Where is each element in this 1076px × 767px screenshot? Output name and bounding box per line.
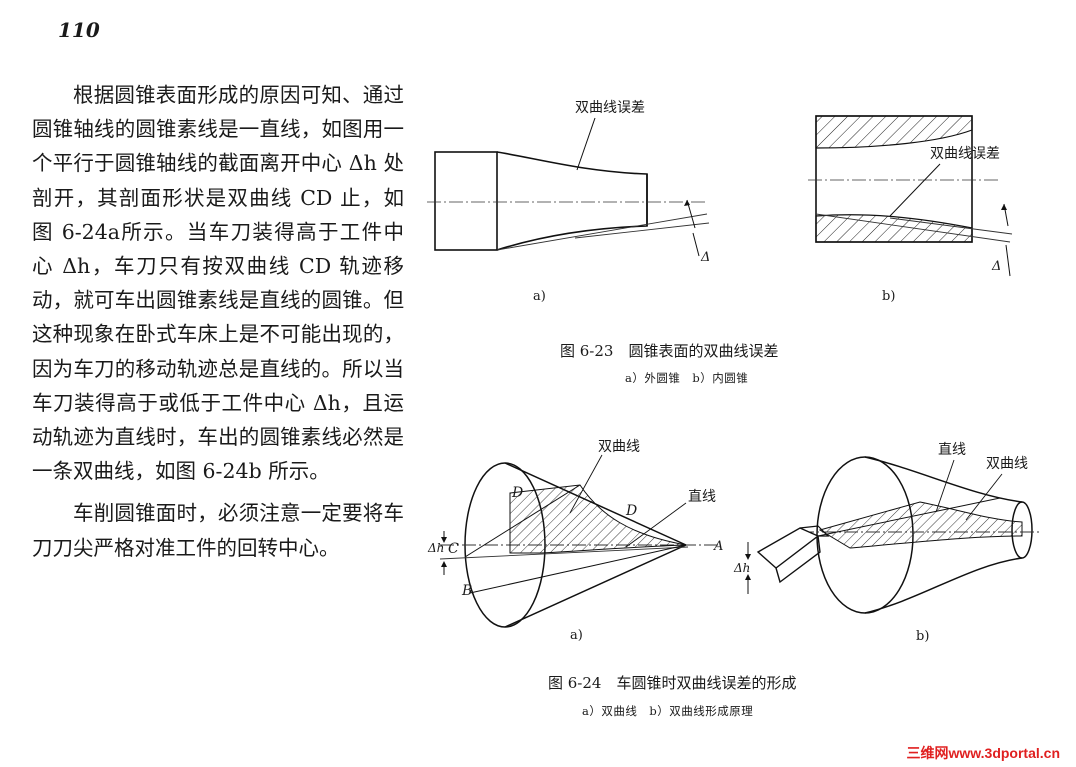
subfigure-label: a) [570, 628, 583, 643]
point-c: C [448, 541, 459, 557]
delta-label: Δ [700, 250, 710, 265]
subfigure-label: b) [916, 629, 929, 644]
subfigure-label: b) [882, 289, 895, 304]
figure-6-24b: Δh 直线 双曲线 b) [733, 441, 1040, 644]
hyperbola-error-label: 双曲线误差 [930, 146, 1000, 162]
page-number: 110 [58, 18, 100, 42]
delta-label: Δ [991, 259, 1001, 274]
point-a: A [713, 539, 723, 554]
delta-h-label: Δh [733, 561, 750, 575]
figure-6-24-caption: 图 6-24 车圆锥时双曲线误差的形成 [548, 674, 797, 692]
delta-h-label: Δh [427, 541, 444, 555]
straight-line-label: 直线 [688, 488, 716, 505]
watermark: 三维网www.3dportal.cn [906, 745, 1061, 761]
figure-6-23a: Δ 双曲线误差 a) [427, 100, 710, 304]
straight-line-label: 直线 [938, 441, 966, 458]
figure-6-24-subcaption: a）双曲线 b）双曲线形成原理 [582, 704, 754, 718]
paragraph: 根据圆锥表面形成的原因可知、通过圆锥轴线的圆锥素线是一直线，如图用一个平行于圆锥… [32, 83, 404, 484]
figure-6-24a: 双曲线 直线 D D C B A Δh a) [427, 439, 723, 643]
subfigure-label: a) [533, 289, 546, 304]
hyperbola-label: 双曲线 [986, 456, 1028, 472]
paragraph: 车削圆锥面时，必须注意一定要将车刀刀尖严格对准工件的回转中心。 [32, 501, 404, 560]
point-d: D [625, 503, 637, 519]
point-d-upper: D [511, 485, 523, 501]
body-text: 根据圆锥表面形成的原因可知、通过圆锥轴线的圆锥素线是一直线，如图用一个平行于圆锥… [32, 78, 404, 565]
figure-6-23-caption: 图 6-23 圆锥表面的双曲线误差 [560, 342, 779, 360]
hyperbola-error-label: 双曲线误差 [575, 100, 645, 116]
point-b: B [461, 583, 472, 599]
figure-6-23-subcaption: a）外圆锥 b）内圆锥 [625, 371, 749, 385]
figure-6-23b: Δ 双曲线误差 b) [808, 115, 1013, 304]
hyperbola-label: 双曲线 [598, 439, 640, 455]
